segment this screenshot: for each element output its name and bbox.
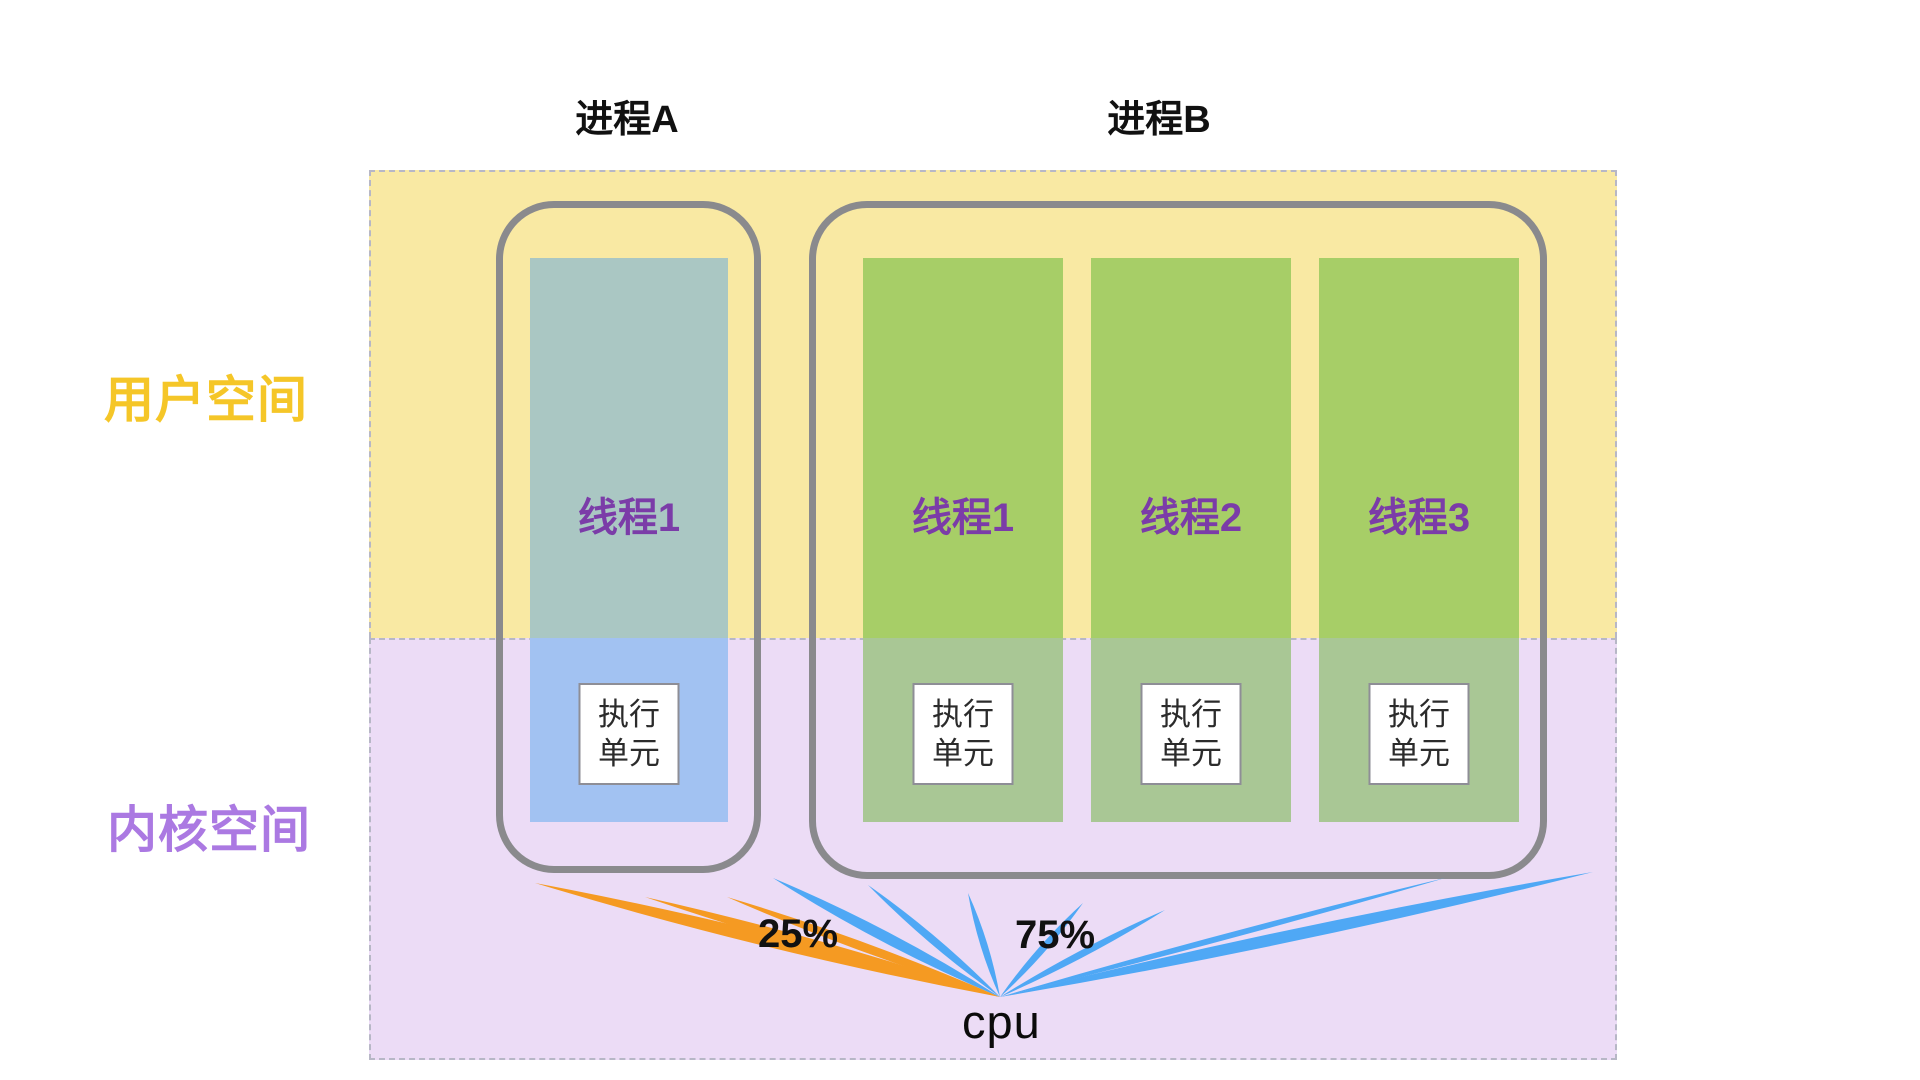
execution-unit-box: 执行 单元 <box>912 683 1014 785</box>
process-a-cpu-share-label: 25% <box>758 912 839 956</box>
execution-unit-text: 单元 <box>598 736 660 771</box>
process-b-title: 进程B <box>1107 99 1211 141</box>
thread-user-segment <box>1091 258 1291 638</box>
execution-unit-text: 执行 <box>1388 697 1450 732</box>
process-b-thread-1: 线程1 执行 单元 <box>863 258 1063 822</box>
thread-label: 线程1 <box>577 496 681 540</box>
thread-label: 线程3 <box>1367 496 1471 540</box>
process-a-title: 进程A <box>575 99 679 141</box>
process-b-thread-3: 线程3 执行 单元 <box>1319 258 1519 822</box>
cpu-label: cpu <box>962 995 1041 1048</box>
user-space-label: 用户空间 <box>104 372 308 428</box>
process-b-thread-2: 线程2 执行 单元 <box>1091 258 1291 822</box>
thread-user-segment <box>863 258 1063 638</box>
thread-label: 线程1 <box>911 496 1015 540</box>
execution-unit-box: 执行 单元 <box>1368 683 1470 785</box>
execution-unit-text: 单元 <box>1160 736 1222 771</box>
execution-unit-text: 单元 <box>932 736 994 771</box>
execution-unit-box: 执行 单元 <box>1140 683 1242 785</box>
execution-unit-text: 执行 <box>932 697 994 732</box>
thread-user-segment <box>530 258 728 638</box>
process-b-capsule-outline <box>809 201 1547 879</box>
kernel-space-label: 内核空间 <box>107 802 311 858</box>
process-a-thread-1: 线程1 执行 单元 <box>530 258 728 822</box>
execution-unit-text: 单元 <box>1388 736 1450 771</box>
process-b-cpu-share-label: 75% <box>1015 913 1096 957</box>
execution-unit-text: 执行 <box>598 697 660 732</box>
execution-unit-box: 执行 单元 <box>578 683 680 785</box>
thread-label: 线程2 <box>1139 496 1243 540</box>
thread-user-segment <box>1319 258 1519 638</box>
process-a-capsule-outline <box>496 201 761 873</box>
execution-unit-text: 执行 <box>1160 697 1222 732</box>
